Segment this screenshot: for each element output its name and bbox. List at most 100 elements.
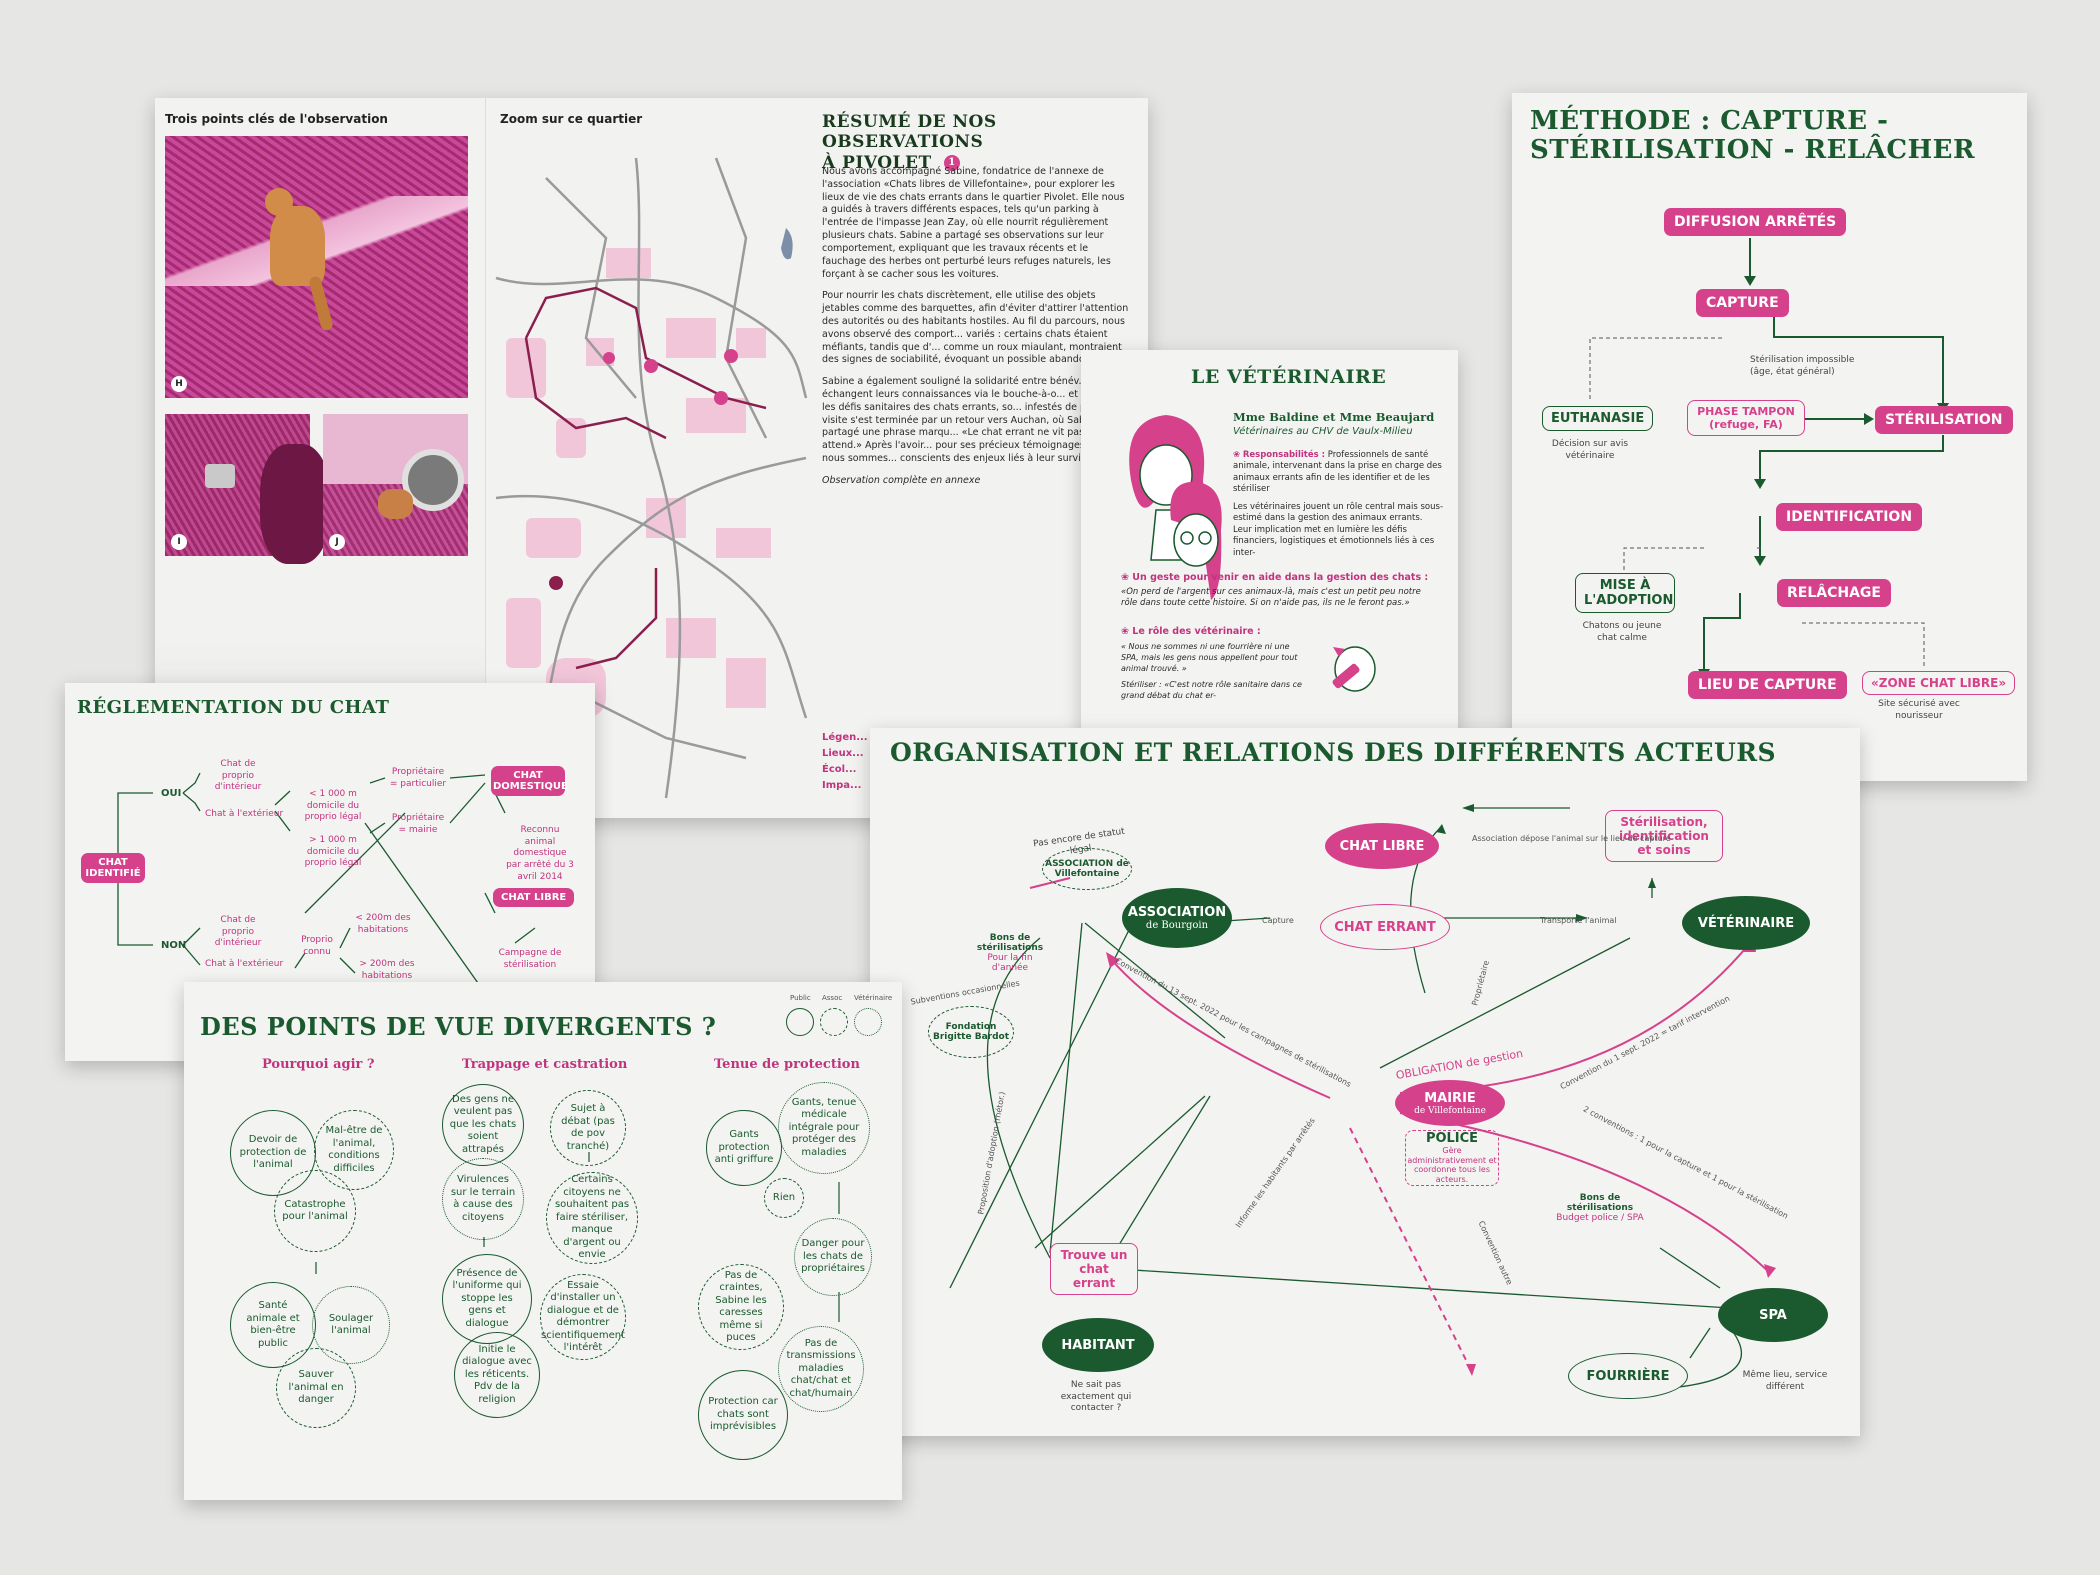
label-int2: Chat de proprio d'intérieur xyxy=(214,915,262,949)
bubble-c3-3: Danger pour les chats de propriétaires xyxy=(794,1218,872,1296)
orga-title: ORGANISATION ET RELATIONS DES DIFFÉRENTS… xyxy=(890,738,1777,767)
bubble-c2-1: Sujet à débat (pas de pov tranché) xyxy=(550,1090,626,1166)
node-assoc-villefontaine: ASSOCIATION de Villefontaine xyxy=(1042,848,1132,890)
bubble-c3-4: Pas de craintes, Sabine les caresses mêm… xyxy=(698,1264,784,1350)
bubble-c2-6: Initie le dialogue avec les réticents. P… xyxy=(454,1332,540,1418)
organisation-card: ORGANISATION ET RELATIONS DES DIFFÉRENTS… xyxy=(870,728,1860,1436)
node-bons1: Bons de stérilisations Pour la fin d'ann… xyxy=(976,933,1044,973)
node-police: POLICE Gère administrativement et coordo… xyxy=(1405,1130,1499,1186)
brochure-trifold: Trois points clés de l'observation H I J… xyxy=(155,98,1148,818)
label-reconnu: Reconnu animal domestique par arrêté du … xyxy=(506,825,574,882)
panel2-title: Zoom sur ce quartier xyxy=(500,112,643,126)
node-veterinaire: VÉTÉRINAIRE xyxy=(1682,896,1810,950)
node-habitant: HABITANT xyxy=(1042,1318,1154,1372)
node-chat-libre: CHAT LIBRE xyxy=(493,888,575,907)
node-chat-identifie: CHAT IDENTIFIÉ xyxy=(81,853,145,883)
bubble-c2-3: Certains citoyens ne souhaitent pas fair… xyxy=(546,1172,638,1264)
note-zone: Site sécurisé avec nourisseur xyxy=(1878,699,1960,721)
node-capture: CAPTURE xyxy=(1696,289,1789,317)
col3-title: Tenue de protection xyxy=(714,1057,860,1072)
paw-icon: ❀ xyxy=(1233,450,1243,460)
node-chat-libre: CHAT LIBRE xyxy=(1325,823,1439,869)
label-mairie: Propriétaire = mairie xyxy=(391,813,445,835)
bubble-c1-4: Soulager l'animal xyxy=(312,1286,390,1364)
node-chat-errant: CHAT ERRANT xyxy=(1320,904,1450,950)
cat-figure xyxy=(270,206,325,286)
veterinaire-card: LE VÉTÉRINAIRE Mme Baldine et Mme Beauja… xyxy=(1081,350,1458,733)
photo-cat-car: J xyxy=(323,414,468,556)
edge-transporte: Transporte l'animal xyxy=(1540,916,1617,925)
veto-q-role: « Nous ne sommes ni une fourrière ni une… xyxy=(1121,642,1298,673)
label-non: NON xyxy=(161,940,187,951)
methode-card: MÉTHODE : CAPTURE - STÉRILISATION - RELÂ… xyxy=(1512,93,2027,781)
photo-bowl: I xyxy=(165,414,330,564)
label-int1: Chat de proprio d'intérieur xyxy=(214,759,262,793)
bubble-c3-6: Protection car chats sont imprévisibles xyxy=(698,1370,788,1460)
veto-title: LE VÉTÉRINAIRE xyxy=(1191,366,1387,388)
node-fourriere: FOURRIÈRE xyxy=(1568,1353,1688,1399)
note-habitant: Ne sait pas exactement qui contacter ? xyxy=(1060,1380,1132,1414)
veto-role: Vétérinaires au CHV de Vaulx-Milieu xyxy=(1233,426,1413,437)
summary-title: RÉSUMÉ DE NOS OBSERVATIONS À PIVOLET 1 xyxy=(822,112,997,173)
node-identification: IDENTIFICATION xyxy=(1776,503,1923,531)
label-200a: < 200m des habitations xyxy=(355,913,411,935)
bubble-c1-5: Sauver l'animal en danger xyxy=(276,1348,356,1428)
node-chat-domestique: CHAT DOMESTIQUE xyxy=(491,766,568,796)
photo-cat-parking: H xyxy=(165,136,468,398)
veto-resp: ❀ Responsabilités : Professionnels de sa… xyxy=(1233,450,1442,495)
bubble-c2-5: Essaie d'installer un dialogue et de dém… xyxy=(540,1274,626,1360)
paw-icon: ❀ xyxy=(1121,572,1133,583)
photo-tag-i: I xyxy=(171,534,187,550)
vues-arrows xyxy=(315,1152,840,1322)
node-bons2: Bons de stérilisations Budget police / S… xyxy=(1556,1193,1644,1223)
node-fondation: Fondation Brigitte Bardot xyxy=(928,1006,1014,1058)
node-diffusion: DIFFUSION ARRÊTÉS xyxy=(1664,208,1847,236)
veto-q-geste: «On perd de l'argent sur ces animaux-là,… xyxy=(1121,587,1421,609)
label-1000a: < 1 000 m domicile du proprio légal xyxy=(304,789,362,823)
summary-badge: 1 xyxy=(944,155,961,172)
points-de-vue-card: DES POINTS DE VUE DIVERGENTS ? Public As… xyxy=(184,982,902,1500)
note-euthanasie: Décision sur avis vétérinaire xyxy=(1551,439,1629,461)
node-trouve: Trouve un chat errant xyxy=(1050,1243,1138,1295)
veto-h-role: ❀ Le rôle des vétérinaire : xyxy=(1121,626,1261,637)
node-assoc-bourgoin: ASSOCIATION de Bourgoin xyxy=(1122,888,1232,948)
veto-h-geste: ❀ Un geste pour venir en aide dans la ge… xyxy=(1121,572,1429,583)
panel-map: Zoom sur ce quartier xyxy=(485,98,811,818)
panel-observation: Trois points clés de l'observation H I J xyxy=(155,98,485,818)
bubble-c3-1: Gants, tenue médicale intégrale pour pro… xyxy=(778,1082,870,1174)
photo-tag-j: J xyxy=(329,534,345,550)
edge-capture: Capture xyxy=(1262,916,1294,925)
node-zone-chat-libre: «ZONE CHAT LIBRE» xyxy=(1862,671,2016,695)
note-adoption: Chatons ou jeune chat calme xyxy=(1582,621,1662,643)
label-campagne: Campagne de stérilisation xyxy=(498,948,562,970)
legend: Légen... Lieux... Écol... Impa... xyxy=(822,732,868,791)
label-part: Propriétaire = particulier xyxy=(389,767,447,789)
node-sterilisation: STÉRILISATION xyxy=(1875,406,2013,434)
col1-title: Pourquoi agir ? xyxy=(262,1057,375,1072)
bubble-c1-1: Mal-être de l'animal, conditions diffici… xyxy=(314,1110,394,1190)
node-mairie: MAIRIE de Villefontaine xyxy=(1395,1080,1505,1126)
bubble-c3-5: Pas de transmissions maladies chat/chat … xyxy=(778,1326,864,1412)
paw-icon: ❀ xyxy=(1121,626,1133,637)
photo-tag-h: H xyxy=(171,376,187,392)
node-euthanasie: EUTHANASIE xyxy=(1542,406,1654,431)
node-relachage: RELÂCHAGE xyxy=(1777,579,1891,607)
note-impossible: Stérilisation impossible (âge, état géné… xyxy=(1750,355,1855,377)
bubble-c1-2: Catastrophe pour l'animal xyxy=(274,1170,356,1252)
node-adoption: MISE À L'ADOPTION xyxy=(1575,573,1675,613)
bubble-c2-2: Virulences sur le terrain à cause des ci… xyxy=(442,1158,524,1240)
methode-title: MÉTHODE : CAPTURE - STÉRILISATION - RELÂ… xyxy=(1530,106,1976,166)
note-meme-lieu: Même lieu, service différent xyxy=(1742,1370,1828,1392)
veto-p2: Les vétérinaires jouent un rôle central … xyxy=(1233,502,1444,558)
label-200b: > 200m des habitations xyxy=(359,959,415,981)
node-spa: SPA xyxy=(1718,1288,1828,1342)
vues-title: DES POINTS DE VUE DIVERGENTS ? xyxy=(200,1012,717,1041)
bubble-c2-4: Présence de l'uniforme qui stoppe les ge… xyxy=(442,1254,532,1344)
bubble-c3-2: Rien xyxy=(764,1178,804,1218)
vets-illustration xyxy=(1129,415,1222,600)
label-proprio: Proprio connu xyxy=(301,935,333,957)
summary-text: Nous avons accompagné Sabine, fondatrice… xyxy=(822,166,1129,486)
label-ext1: Chat à l'extérieur xyxy=(205,809,284,819)
regl-title: RÉGLEMENTATION DU CHAT xyxy=(77,697,390,718)
bubble-c3-0: Gants protection anti griffure xyxy=(706,1110,782,1186)
